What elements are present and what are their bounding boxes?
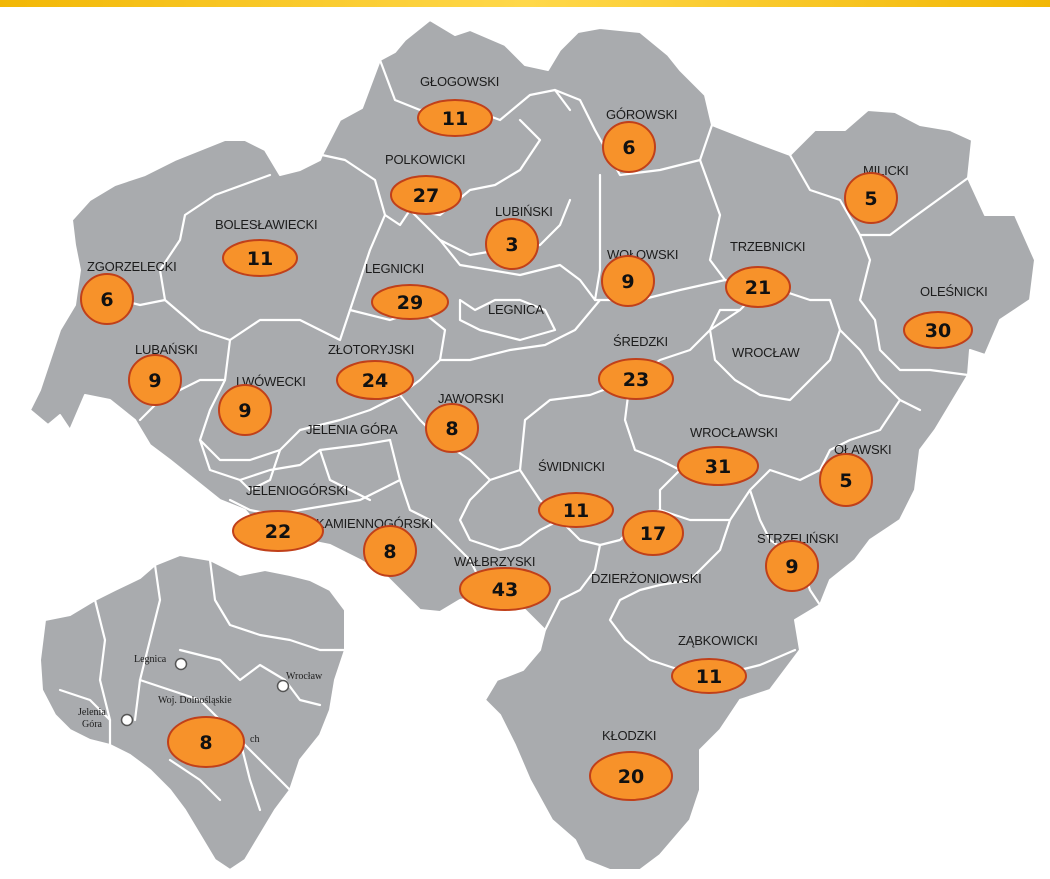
inset-legnica-dot: [174, 657, 188, 671]
count-value: 22: [265, 521, 291, 543]
count-value: 23: [623, 369, 649, 391]
count-value: 11: [563, 500, 589, 522]
inset-wroclaw-dot: [276, 679, 290, 693]
count-value: 6: [100, 289, 113, 311]
district-label: ŚREDZKI: [613, 334, 668, 349]
district-label: OLEŚNICKI: [920, 284, 988, 299]
district-label: ZŁOTORYJSKI: [328, 342, 414, 357]
count-badge: [589, 751, 673, 801]
district-label: POLKOWICKI: [385, 152, 465, 167]
count-badge: [218, 384, 272, 436]
count-value: 9: [621, 271, 634, 293]
count-badge: [598, 358, 674, 400]
district-label: BOLESŁAWIECKI: [215, 217, 317, 232]
count-value: 17: [640, 523, 666, 545]
count-value: 9: [238, 400, 251, 422]
district-label: GÓROWSKI: [606, 107, 677, 122]
count-value: 11: [247, 248, 273, 270]
district-label: ŚWIDNICKI: [538, 459, 605, 474]
count-badge: [336, 360, 414, 400]
inset-jelenia-gora-dot: [120, 713, 134, 727]
count-badge: [80, 273, 134, 325]
count-value: 3: [505, 234, 518, 256]
inset-partial-label: ch: [250, 734, 259, 745]
district-label: TRZEBNICKI: [730, 239, 805, 254]
district-label: GŁOGOWSKI: [420, 74, 499, 89]
inset-wroclaw-label: Wrocław: [286, 671, 323, 682]
count-badge: [903, 311, 973, 349]
district-label: KAMIENNOGÓRSKI: [316, 516, 433, 531]
count-value: 5: [839, 470, 852, 492]
count-badge: [485, 218, 539, 270]
count-badge: [602, 121, 656, 173]
count-value: 5: [864, 188, 877, 210]
top-accent-band: [0, 0, 1050, 7]
inset-jelenia-label-line1: Jelenia: [78, 707, 106, 718]
count-value: 9: [148, 370, 161, 392]
count-badges: 11 6 27 5 3 11 6 9 21 29 30 9 24: [80, 99, 973, 801]
district-label: ZĄBKOWICKI: [678, 633, 758, 648]
count-badge: [622, 510, 684, 556]
main-region-shape: [29, 19, 1036, 871]
inset-count-value: 8: [199, 732, 212, 754]
count-badge: [844, 172, 898, 224]
district-label: LEGNICKI: [365, 261, 424, 276]
city-label-legnica: LEGNICA: [488, 302, 544, 317]
district-label: LUBAŃSKI: [135, 342, 198, 357]
count-badge: [425, 403, 479, 453]
count-badge: [222, 239, 298, 277]
count-value: 24: [362, 370, 388, 392]
count-badge: [417, 99, 493, 137]
district-label: JAWORSKI: [438, 391, 504, 406]
district-label: WAŁBRZYSKI: [454, 554, 535, 569]
city-label-jelenia-gora: JELENIA GÓRA: [306, 422, 398, 437]
count-value: 11: [696, 666, 722, 688]
district-label: WROCŁAWSKI: [690, 425, 778, 440]
district-label: KŁODZKI: [602, 728, 656, 743]
district-label: DZIERŻONIOWSKI: [591, 571, 702, 586]
count-value: 30: [925, 320, 951, 342]
count-value: 43: [492, 579, 518, 601]
count-badge: [363, 525, 417, 577]
inset-legnica-label: Legnica: [134, 654, 167, 665]
count-value: 6: [622, 137, 635, 159]
count-badge: [371, 284, 449, 320]
count-badge: [232, 510, 324, 552]
count-value: 9: [785, 556, 798, 578]
count-badge: [677, 446, 759, 486]
district-labels: GŁOGOWSKI GÓROWSKI POLKOWICKI MILICKI LU…: [87, 74, 988, 743]
count-value: 20: [618, 766, 644, 788]
count-value: 8: [445, 418, 458, 440]
inset-jelenia-label-line2: Góra: [82, 719, 103, 730]
inset-count-badge: [167, 716, 245, 768]
count-badge: [765, 540, 819, 592]
count-badge: [390, 175, 462, 215]
count-value: 27: [413, 185, 439, 207]
count-badge: [538, 492, 614, 528]
district-label: JELENIOGÓRSKI: [246, 483, 348, 498]
count-badge: [725, 266, 791, 308]
count-value: 29: [397, 292, 423, 314]
district-label: LUBIŃSKI: [495, 204, 553, 219]
count-badge: [459, 567, 551, 611]
count-value: 31: [705, 456, 731, 478]
inset-region-label: Woj. Dolnośląskie: [158, 695, 232, 706]
count-badge: [128, 354, 182, 406]
count-value: 8: [383, 541, 396, 563]
count-badge: [671, 658, 747, 694]
district-label: ZGORZELECKI: [87, 259, 177, 274]
count-value: 11: [442, 108, 468, 130]
count-badge: [601, 255, 655, 307]
count-badge: [819, 453, 873, 507]
district-label: STRZELIŃSKI: [757, 531, 839, 546]
city-label-wroclaw: WROCŁAW: [732, 345, 800, 360]
count-value: 21: [745, 277, 771, 299]
